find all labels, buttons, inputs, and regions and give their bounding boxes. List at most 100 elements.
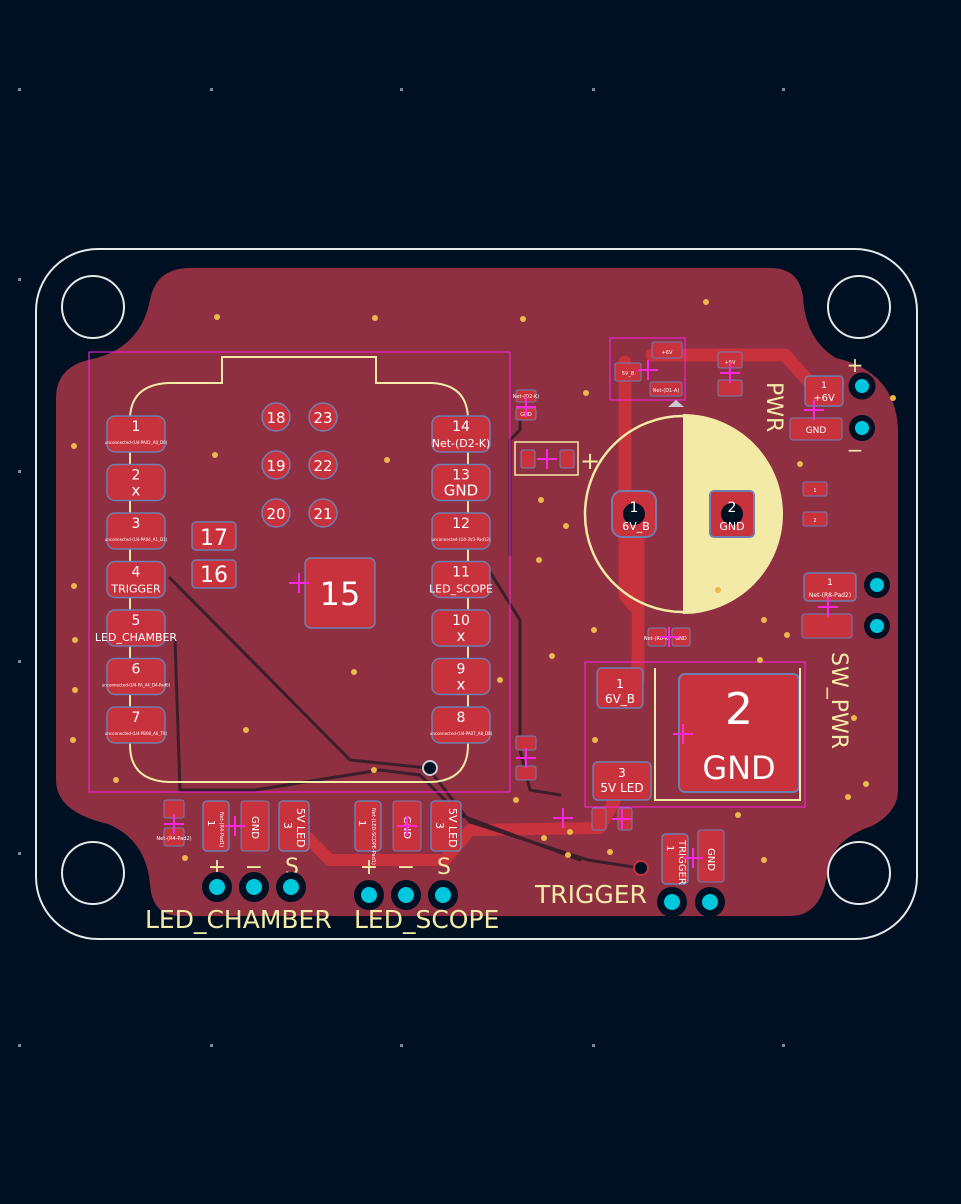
led-chamber-gnd: GND <box>249 816 260 839</box>
mcu-pin-9[interactable]: 9x <box>431 657 491 696</box>
trace-trigger-thin[interactable] <box>168 576 642 870</box>
pad-18[interactable] <box>261 402 291 432</box>
pwr-label: PWR <box>761 382 786 432</box>
capacitor-plus-marker: + <box>580 447 600 475</box>
mcu-pin-net-label: Net-(D2-K) <box>432 437 491 450</box>
battery-pad-2-net: GND <box>702 749 775 787</box>
trigger-pad-num: 1 <box>664 845 675 851</box>
battery-holder[interactable]: 1 6V_B 2 GND <box>596 667 801 801</box>
pwr-pad-1[interactable] <box>804 375 844 407</box>
mcu-pin-number: 12 <box>452 516 470 532</box>
pad-18-label: 18 <box>266 409 285 427</box>
pwr-smd-pad[interactable] <box>789 417 843 441</box>
d2-pad-a[interactable] <box>520 449 536 469</box>
mcu-pin-number: 7 <box>132 710 141 726</box>
r-pwr-pad-b[interactable] <box>802 511 828 527</box>
led-chamber-connector[interactable]: 1 Net-(R4-Pad1) 3 5V LED GND + − S LED_C… <box>145 800 332 934</box>
sw-pwr-pad-1[interactable] <box>803 572 857 602</box>
mcu-pin-number: 10 <box>452 613 470 629</box>
r-top-label-a: +6V <box>662 350 673 356</box>
capacitor-pad-1-net: 6V_B <box>622 520 650 533</box>
r-top-label-d: Net-(D1-A) <box>653 388 680 394</box>
led-chamber-pad-3[interactable] <box>278 800 310 852</box>
battery-pad-1[interactable] <box>596 667 644 709</box>
pad-23-label: 23 <box>313 409 332 427</box>
mcu-pin-net-label: x <box>132 482 141 500</box>
svg-text:2: 2 <box>813 518 816 524</box>
pad-21[interactable] <box>308 498 338 528</box>
pwr-pad-num: 1 <box>821 381 827 391</box>
led-scope-label: LED_SCOPE <box>354 905 499 934</box>
r-pwr-pad[interactable] <box>802 481 828 497</box>
led-chamber-label: LED_CHAMBER <box>145 905 332 934</box>
pad-15-label: 15 <box>320 575 361 613</box>
mounting-hole-top-left <box>61 275 125 339</box>
led-scope-pad-1[interactable] <box>354 800 382 852</box>
regulator[interactable]: 3 5V LED <box>553 761 652 831</box>
mcu-pin-number: 4 <box>132 565 141 581</box>
capacitor-c1[interactable]: 1 6V_B 2 GND + <box>580 414 783 614</box>
r-top-pad-c[interactable] <box>614 362 642 382</box>
regulator-pad-num: 3 <box>618 766 626 780</box>
r-top-pad-d[interactable] <box>649 381 683 397</box>
mcu-pin-net-label: unconnected-(U4-PA_A4_D4-Pad6) <box>102 683 171 688</box>
pad-23[interactable] <box>308 402 338 432</box>
r-top-pad-a[interactable] <box>651 341 683 359</box>
pad-16[interactable] <box>191 559 237 589</box>
trace-6v-vertical[interactable] <box>618 355 640 612</box>
led-scope-plus: + <box>360 855 378 880</box>
mcu-pin-number: 5 <box>132 613 141 629</box>
regulator-small-pad-a[interactable] <box>591 807 607 831</box>
r-mcu-pad-b[interactable] <box>515 765 537 781</box>
pad-19[interactable] <box>261 450 291 480</box>
mcu-pin-2[interactable]: 2x <box>106 463 166 502</box>
mcu-inner-pads[interactable]: 18 23 19 22 20 21 17 16 15 <box>191 402 376 629</box>
via-large-2 <box>633 860 649 876</box>
capacitor-pad-2-num: 2 <box>728 500 737 516</box>
pad-22[interactable] <box>308 450 338 480</box>
sw-pwr-smd-pad[interactable] <box>801 613 853 639</box>
led-scope-pad-3-net: 5V LED <box>446 808 459 848</box>
pwr-connector[interactable]: 1 +6V GND + − PWR <box>761 353 876 462</box>
mcu-pin-7[interactable]: 7 unconnected-(U4-PB08_A6_TX) <box>105 706 168 744</box>
trigger-smd[interactable] <box>697 829 725 883</box>
mcu-pin-10[interactable]: 10x <box>431 609 491 647</box>
mounting-hole-top-right <box>827 275 891 339</box>
pwr-plus-marker: + <box>847 353 864 377</box>
pad-15[interactable] <box>304 557 376 629</box>
led-scope-pad-3[interactable] <box>430 800 462 852</box>
mcu-pin-net-label: unconnected-(U4-PB08_A6_TX) <box>105 731 168 736</box>
led-scope-connector[interactable]: 1 Net-(LED-SCOPE-Pad1) 3 5V LED GND + − … <box>354 800 499 934</box>
trigger-connector[interactable]: 1 TRIGGER GND TRIGGER <box>534 829 725 917</box>
pad-17[interactable] <box>191 521 237 551</box>
sw-pwr-pad-net: Net-(R8-Pad2) <box>809 592 851 599</box>
mcu-pin-number: 14 <box>452 419 470 435</box>
regulator-pad-net: 5V LED <box>600 781 643 795</box>
led-chamber-pad-1-num: 1 <box>205 820 216 826</box>
d2-pad-b[interactable] <box>559 449 575 469</box>
regulator-pad-3[interactable] <box>592 761 652 801</box>
mounting-hole-bottom-right <box>827 841 891 905</box>
small-smd-components[interactable]: +6V +5V 5V_B Net-(D1-A) Net-(D2-K) GND 1… <box>156 341 828 847</box>
via-large-1 <box>422 760 438 776</box>
r-mcu-pad-a[interactable] <box>515 735 537 751</box>
sw-pwr-connector[interactable]: 1 Net-(R8-Pad2) SW_PWR <box>801 572 890 749</box>
led-scope-pad-1-net: Net-(LED-SCOPE-Pad1) <box>370 808 376 865</box>
trigger-label: TRIGGER <box>534 880 647 909</box>
pad-20[interactable] <box>261 498 291 528</box>
pwr-pad-net: +6V <box>813 393 835 404</box>
